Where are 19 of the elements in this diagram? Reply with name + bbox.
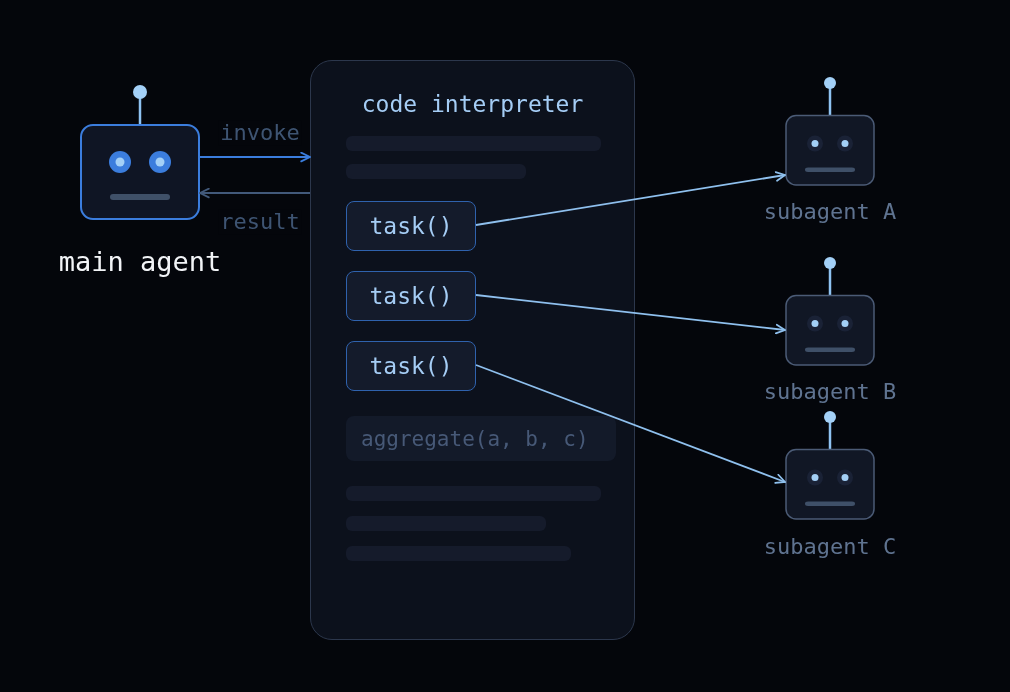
agent-label: subagent B: [763, 379, 897, 406]
robot-icon: [785, 410, 875, 520]
arrow: [475, 294, 786, 335]
agent-label: subagent A: [763, 199, 897, 226]
function-call-chip: task(): [346, 271, 476, 321]
agent-label: main agent: [58, 246, 222, 279]
interpreter-panel: [310, 60, 635, 640]
function-call-chip: task(): [346, 201, 476, 251]
function-call-chip: task(): [346, 341, 476, 391]
robot-icon: [785, 256, 875, 366]
code-snippet-block: aggregate(a, b, c): [346, 416, 616, 461]
arrow: [475, 364, 786, 484]
arrow: [475, 171, 786, 226]
agent-label: subagent C: [763, 534, 897, 561]
arrow: [199, 187, 311, 199]
robot-icon: [80, 84, 200, 220]
arrow: [199, 151, 311, 163]
panel-heading: code interpreter: [361, 91, 584, 117]
robot-icon: [785, 76, 875, 186]
